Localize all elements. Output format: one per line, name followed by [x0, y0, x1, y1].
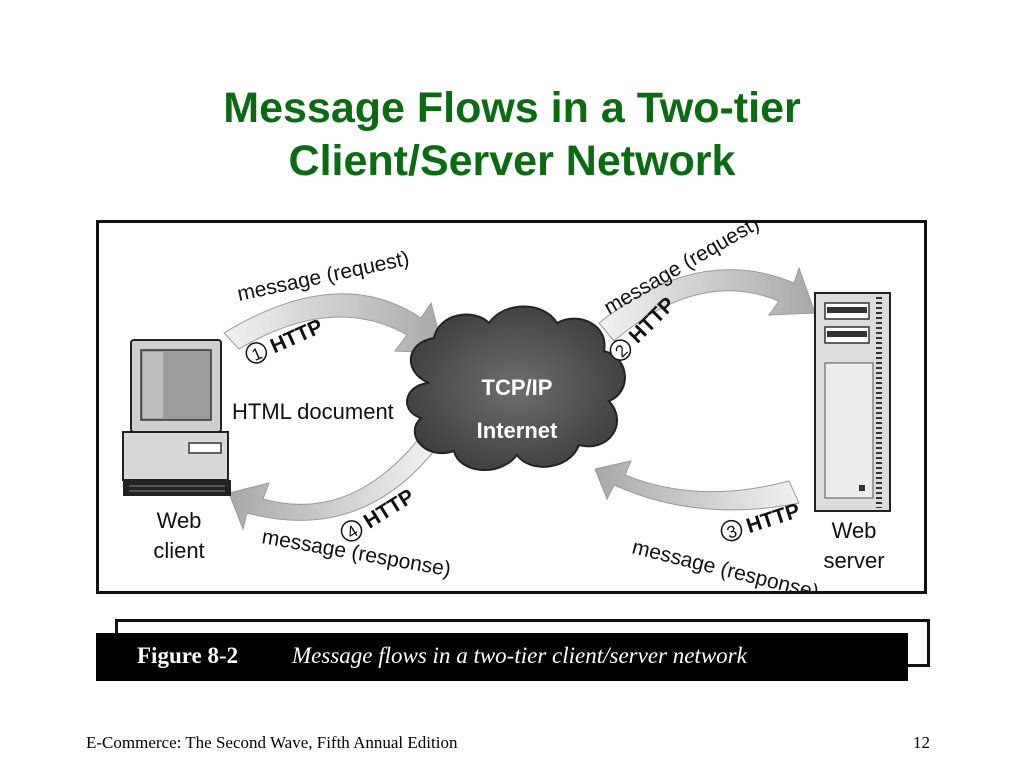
slide-title: Message Flows in a Two-tier Client/Serve… [0, 82, 1024, 188]
title-line-2: Client/Server Network [288, 137, 736, 185]
arrow-3-response [594, 460, 800, 511]
arrow-4-response [228, 440, 435, 531]
client-label-line1: Web [157, 508, 202, 533]
client-label-line2: client [153, 538, 204, 563]
flow-3-message: message (response) [630, 536, 821, 591]
footer-book-title: E-Commerce: The Second Wave, Fifth Annua… [86, 733, 458, 752]
footer-page-number: 12 [913, 733, 930, 752]
title-line-1: Message Flows in a Two-tier [223, 84, 801, 132]
figure-caption-text: Message flows in a two-tier client/serve… [292, 643, 747, 668]
web-server-tower-icon [814, 292, 891, 512]
cloud-label-line2: Internet [477, 418, 558, 443]
figure-label: Figure 8-2 [137, 643, 239, 668]
diagram-frame: TCP/IP Internet Web client HTML document [96, 220, 927, 594]
internet-cloud-icon: TCP/IP Internet [406, 305, 626, 471]
network-diagram: TCP/IP Internet Web client HTML document [122, 223, 891, 591]
web-client-computer-icon [122, 339, 231, 496]
cloud-label-line1: TCP/IP [482, 375, 553, 400]
html-document-label: HTML document [232, 399, 394, 424]
figure-caption-bar: Figure 8-2 Message flows in a two-tier c… [96, 633, 908, 681]
server-label-line2: server [823, 548, 884, 573]
server-label-line1: Web [832, 518, 877, 543]
